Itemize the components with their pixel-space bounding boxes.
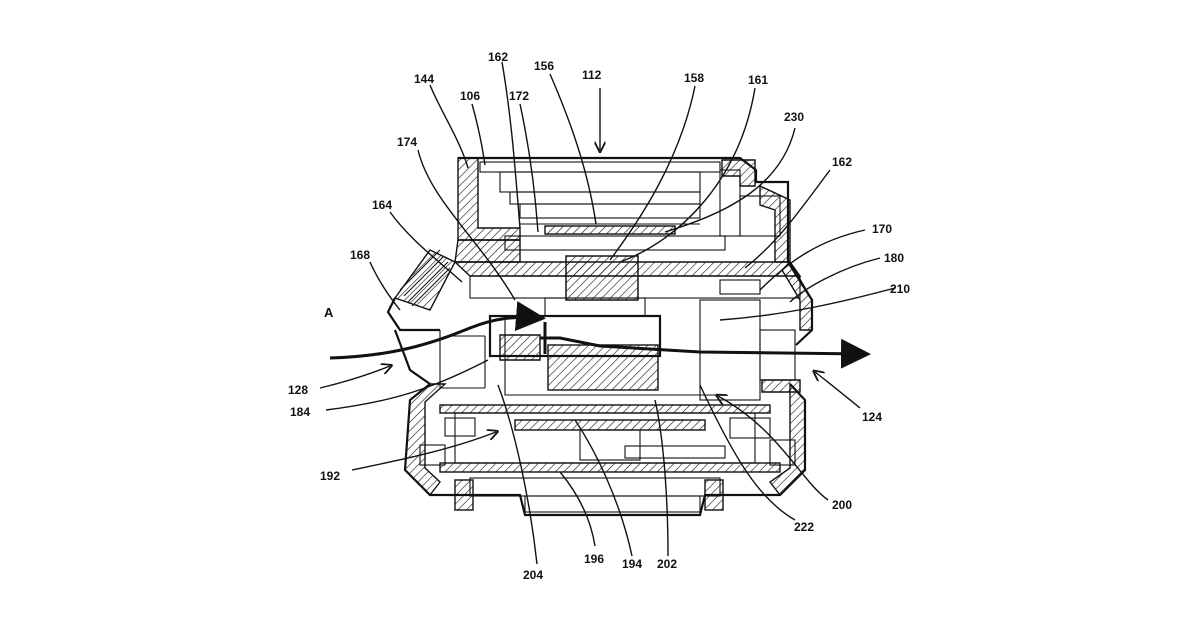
label-180: 180: [884, 251, 904, 265]
label-230: 230: [784, 110, 804, 124]
label-174: 174: [397, 135, 417, 149]
label-124: 124: [862, 410, 882, 424]
label-161: 161: [748, 73, 768, 87]
label-106: 106: [460, 89, 480, 103]
label-162-top: 162: [488, 50, 508, 64]
label-164: 164: [372, 198, 392, 212]
label-156: 156: [534, 59, 554, 73]
label-194: 194: [622, 557, 642, 571]
label-192: 192: [320, 469, 340, 483]
label-A: A: [324, 305, 334, 320]
label-200: 200: [832, 498, 852, 512]
label-204: 204: [523, 568, 543, 582]
label-222: 222: [794, 520, 814, 534]
knob-168: [395, 250, 455, 310]
label-170: 170: [872, 222, 892, 236]
label-172: 172: [509, 89, 529, 103]
label-158: 158: [684, 71, 704, 85]
label-112: 112: [582, 68, 602, 82]
label-144: 144: [414, 72, 434, 86]
label-196: 196: [584, 552, 604, 566]
label-128: 128: [288, 383, 308, 397]
label-184: 184: [290, 405, 310, 419]
label-202: 202: [657, 557, 677, 571]
label-168: 168: [350, 248, 370, 262]
label-210: 210: [890, 282, 910, 296]
label-162-right: 162: [832, 155, 852, 169]
